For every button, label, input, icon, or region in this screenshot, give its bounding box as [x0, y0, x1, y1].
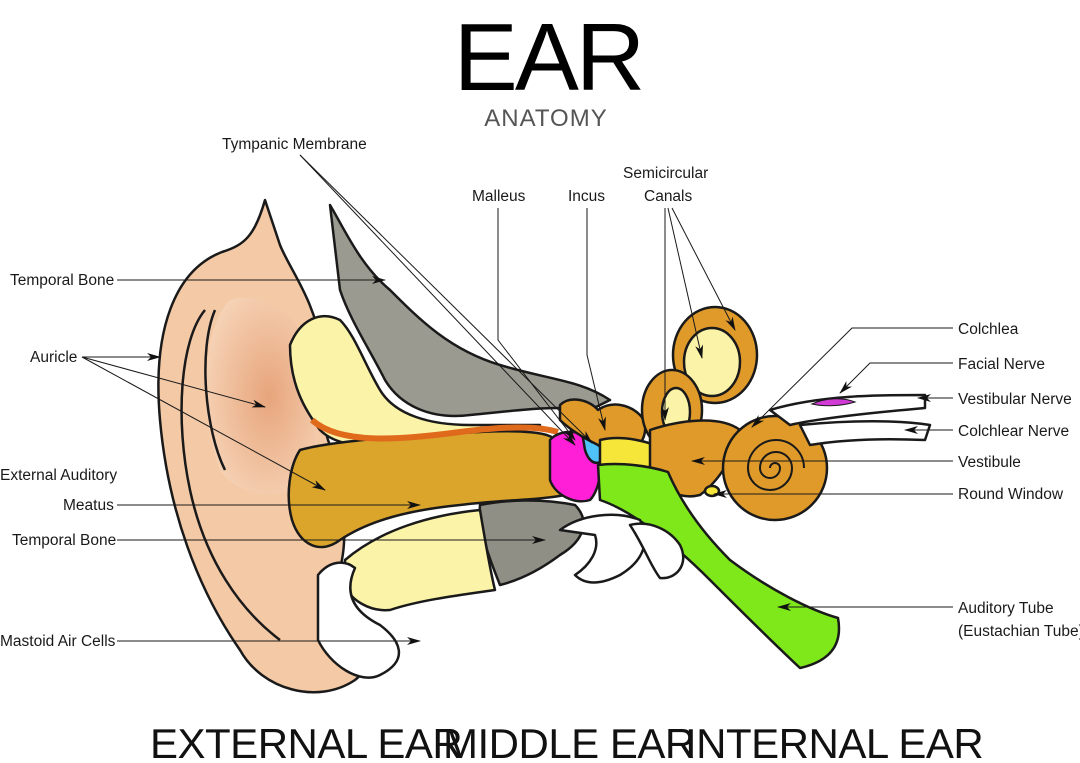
label-temporal-bone-lower: Temporal Bone [12, 532, 116, 549]
lower-passage-outline [558, 513, 647, 584]
section-middle-ear: MIDDLE EAR [443, 720, 695, 763]
leader-incus [586, 208, 606, 431]
leader-lines [81, 154, 953, 645]
label-external-auditory: External Auditory [0, 467, 117, 484]
label-canals: Canals [644, 188, 692, 205]
leader-semicircular-c [671, 207, 736, 331]
labels: Temporal Bone Auricle External Auditory … [0, 136, 1080, 650]
mastoid-outline [316, 561, 401, 679]
label-vestibule: Vestibule [958, 454, 1021, 471]
label-cochlea: Colchlea [958, 321, 1019, 338]
section-internal-ear: INTERNAL EAR [685, 720, 983, 763]
concha-outline [204, 309, 227, 471]
label-facial-nerve: Facial Nerve [958, 356, 1045, 373]
diagram-subtitle: ANATOMY [484, 105, 607, 132]
leader-tympanic-a [299, 154, 576, 446]
label-tympanic-membrane: Tympanic Membrane [222, 136, 367, 153]
label-auricle: Auricle [30, 349, 77, 366]
label-vestibular-nerve: Vestibular Nerve [958, 391, 1072, 408]
leader-cochlea [751, 327, 953, 428]
section-external-ear: EXTERNAL EAR [150, 720, 462, 763]
leader-tympanic-b [299, 154, 593, 444]
leader-malleus [497, 208, 576, 441]
label-temporal-bone-upper: Temporal Bone [10, 272, 114, 289]
label-round-window: Round Window [958, 486, 1064, 503]
temporal-bone-lower-gray [478, 499, 585, 587]
eustachian-tube-shape [596, 462, 841, 670]
temporal-bone-upper-gray [328, 203, 612, 418]
lower-passage-outline-2 [628, 522, 685, 580]
label-malleus: Malleus [472, 188, 526, 205]
label-meatus: Meatus [63, 497, 114, 514]
leader-semicircular-b [667, 207, 704, 359]
leader-auricle-c [81, 356, 326, 491]
leader-facial-nerve [839, 362, 953, 394]
label-cochlear-nerve: Colchlear Nerve [958, 423, 1069, 440]
label-auditory-tube: Auditory Tube [958, 600, 1054, 617]
membrane-line [310, 417, 559, 442]
diagram-title: EAR [454, 4, 642, 111]
mastoid-pale [343, 508, 497, 612]
temporal-bone-pale [288, 314, 542, 448]
label-semicircular: Semicircular [623, 165, 708, 182]
label-incus: Incus [568, 188, 605, 205]
cochlear-nerve-shape [798, 420, 932, 447]
label-mastoid-air-cells: Mastoid Air Cells [0, 633, 116, 650]
ear-illustration [157, 198, 932, 694]
facial-nerve-shape [810, 398, 857, 407]
leader-auricle-b [81, 356, 266, 408]
label-eustachian-tube: (Eustachian Tube) [958, 623, 1080, 640]
auricle-inner-helix [180, 309, 281, 641]
